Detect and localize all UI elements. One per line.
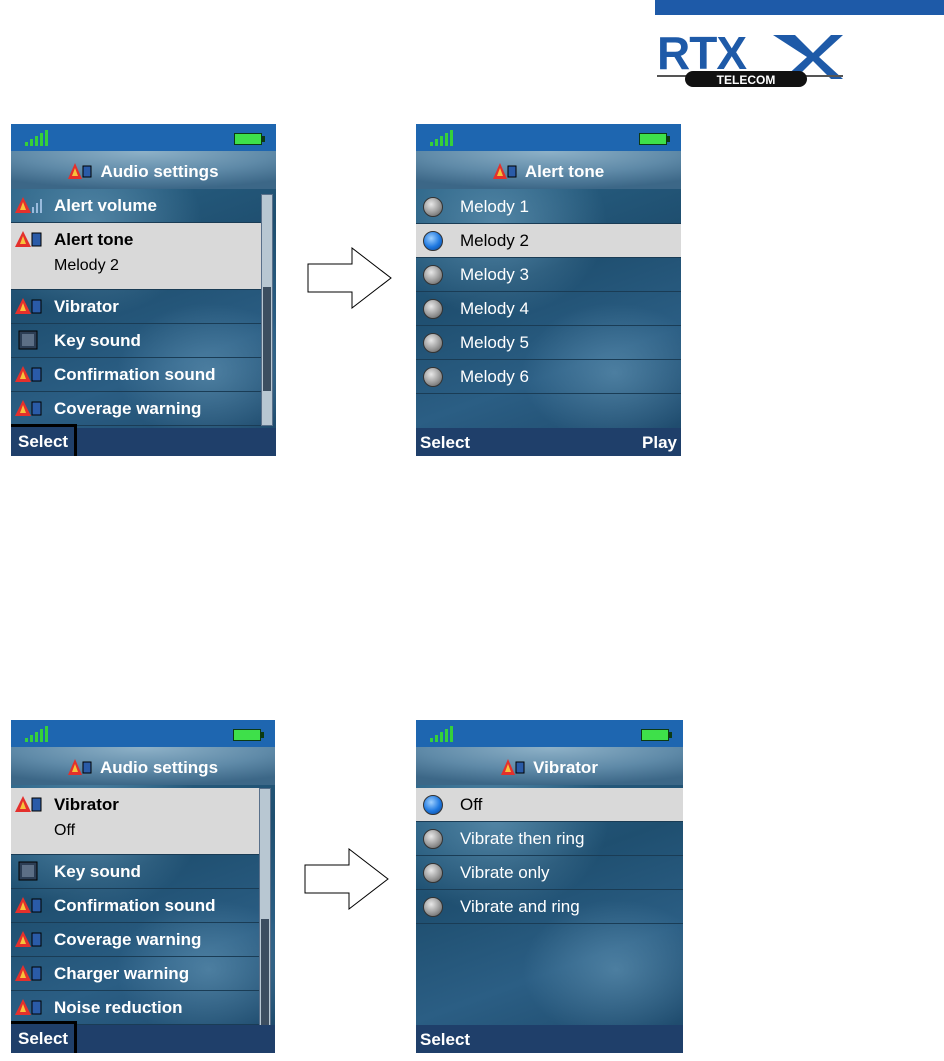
status-bar	[416, 124, 681, 151]
screen-title: Vibrator	[416, 758, 683, 778]
vibrator-icon	[15, 298, 42, 314]
softkey-play[interactable]: Play	[642, 433, 677, 452]
softkey-select[interactable]: Select	[11, 1021, 78, 1053]
softkey-select[interactable]: Select	[11, 424, 78, 456]
audio-tone-icon	[492, 163, 517, 179]
radio-button-selected-icon	[423, 231, 443, 251]
scrollbar[interactable]	[259, 788, 271, 1026]
radio-button-icon	[423, 367, 443, 387]
menu-item-coverage-warning[interactable]: Coverage warning	[11, 923, 259, 957]
radio-button-icon	[423, 299, 443, 319]
softkey-bar: Select Play	[416, 428, 681, 456]
title-bar: Alert tone	[416, 151, 681, 189]
softkey-select[interactable]: Select	[420, 433, 471, 452]
header-brand-bar	[655, 0, 944, 15]
option-melody-4[interactable]: Melody 4	[416, 292, 681, 326]
menu-item-charger-warning[interactable]: Charger warning	[11, 957, 259, 991]
screen-title: Audio settings	[11, 162, 276, 182]
radio-button-selected-icon	[423, 795, 443, 815]
keypad-icon	[18, 330, 38, 350]
arrow-right-icon	[307, 247, 392, 309]
option-melody-5[interactable]: Melody 5	[416, 326, 681, 360]
menu-item-confirmation-sound[interactable]: Confirmation sound	[11, 889, 259, 923]
menu-item-coverage-warning[interactable]: Coverage warning	[11, 392, 261, 426]
signal-strength-icon	[430, 130, 460, 146]
menu-item-confirmation-sound[interactable]: Confirmation sound	[11, 358, 261, 392]
audio-settings-screen-1: Audio settings Alert volume Alert tone M…	[11, 124, 276, 456]
audio-volume-icon	[15, 197, 42, 213]
audio-settings-screen-2: Audio settings Vibrator Off Key sound Co…	[11, 720, 275, 1053]
menu-item-noise-reduction[interactable]: Noise reduction	[11, 991, 259, 1025]
audio-icon	[15, 366, 42, 382]
status-bar	[11, 720, 275, 747]
alert-tone-screen: Alert tone Melody 1 Melody 2 Melody 3 Me…	[416, 124, 681, 456]
radio-button-icon	[423, 897, 443, 917]
svg-text:RTX: RTX	[657, 27, 747, 79]
battery-icon	[234, 133, 265, 145]
radio-button-icon	[423, 863, 443, 883]
menu-item-alert-volume[interactable]: Alert volume	[11, 189, 261, 223]
option-vibrate-only[interactable]: Vibrate only	[416, 856, 683, 890]
option-vibrate-and-ring[interactable]: Vibrate and ring	[416, 890, 683, 924]
softkey-bar: Select	[416, 1025, 683, 1053]
svg-text:TELECOM: TELECOM	[717, 73, 776, 87]
scrollbar-thumb[interactable]	[263, 287, 271, 391]
battery-icon	[639, 133, 670, 145]
vibrator-icon	[15, 796, 42, 812]
softkey-bar: Select	[11, 424, 276, 456]
rtx-telecom-logo: RTX TELECOM	[657, 27, 843, 87]
radio-button-icon	[423, 197, 443, 217]
audio-icon	[67, 759, 92, 775]
scrollbar[interactable]	[261, 194, 273, 426]
softkey-select[interactable]: Select	[420, 1030, 471, 1049]
scrollbar-thumb[interactable]	[261, 919, 269, 1025]
keypad-icon	[18, 861, 38, 881]
option-melody-3[interactable]: Melody 3	[416, 258, 681, 292]
screen-title: Audio settings	[11, 758, 275, 778]
audio-icon	[15, 897, 42, 913]
menu-item-vibrator[interactable]: Vibrator Off	[11, 788, 259, 855]
audio-tone-icon	[15, 231, 42, 247]
title-bar: Audio settings	[11, 151, 276, 189]
battery-icon	[233, 729, 264, 741]
menu-item-alert-tone[interactable]: Alert tone Melody 2	[11, 223, 261, 290]
alert-tone-value: Melody 2	[54, 257, 119, 274]
audio-icon	[15, 400, 42, 416]
screen-title: Alert tone	[416, 162, 681, 182]
audio-icon	[15, 999, 42, 1015]
option-melody-1[interactable]: Melody 1	[416, 190, 681, 224]
menu-item-vibrator[interactable]: Vibrator	[11, 290, 261, 324]
menu-item-key-sound[interactable]: Key sound	[11, 855, 259, 889]
audio-icon	[68, 163, 92, 179]
status-bar	[416, 720, 683, 747]
audio-icon	[15, 965, 42, 981]
signal-strength-icon	[25, 130, 55, 146]
signal-strength-icon	[25, 726, 55, 742]
title-bar: Audio settings	[11, 747, 275, 785]
radio-button-icon	[423, 829, 443, 849]
vibrator-value: Off	[54, 822, 76, 839]
title-bar: Vibrator	[416, 747, 683, 785]
option-off[interactable]: Off	[416, 788, 683, 822]
radio-button-icon	[423, 265, 443, 285]
softkey-bar: Select	[11, 1021, 275, 1053]
radio-button-icon	[423, 333, 443, 353]
audio-icon	[15, 931, 42, 947]
signal-strength-icon	[430, 726, 460, 742]
option-vibrate-then-ring[interactable]: Vibrate then ring	[416, 822, 683, 856]
option-melody-6[interactable]: Melody 6	[416, 360, 681, 394]
vibrator-icon	[501, 759, 525, 775]
arrow-right-icon	[304, 848, 389, 910]
status-bar	[11, 124, 276, 151]
option-melody-2[interactable]: Melody 2	[416, 224, 681, 258]
battery-icon	[641, 729, 672, 741]
vibrator-screen: Vibrator Off Vibrate then ring Vibrate o…	[416, 720, 683, 1053]
menu-item-key-sound[interactable]: Key sound	[11, 324, 261, 358]
